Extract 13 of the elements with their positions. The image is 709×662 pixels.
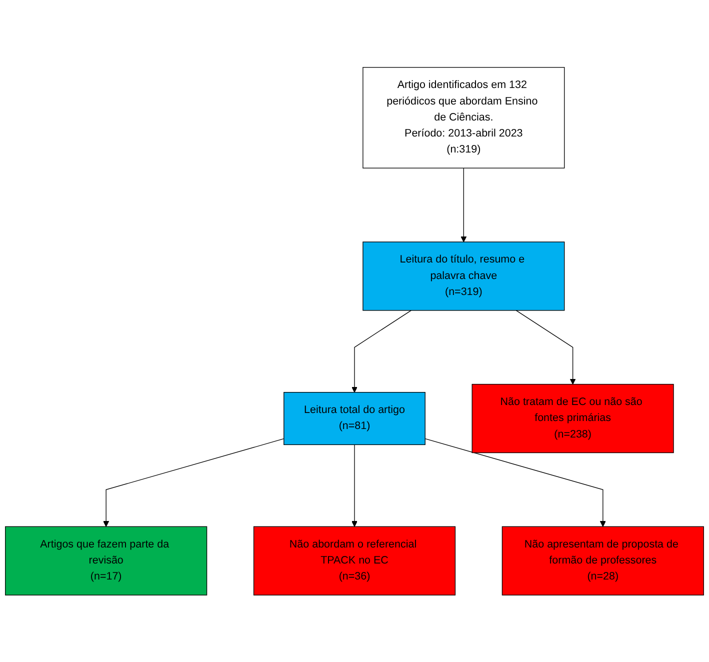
- arrow: [424, 438, 606, 527]
- arrow: [352, 310, 412, 392]
- node-box: Não apresentam de proposta de formão de professores (n=28): [502, 526, 704, 596]
- node-box: Leitura do título, resumo e palavra chave (n=319): [362, 241, 565, 311]
- node-box: Artigo identificados em 132 periódicos que abordam Ensino de Ciências. Período: 2013-abril 2023 (n:319): [362, 66, 565, 168]
- node-box: Leitura total do artigo (n=81): [284, 392, 426, 445]
- arrow: [352, 444, 358, 527]
- node-box: Não abordam o referencial TPACK no EC (n=36): [253, 526, 456, 596]
- node-box: Artigos que fazem parte da revisão (n=17): [5, 526, 208, 596]
- arrow: [103, 438, 284, 527]
- arrow: [516, 310, 576, 384]
- node-box: Não tratam de EC ou não são fontes primárias (n=238): [472, 384, 674, 453]
- arrow: [460, 168, 467, 242]
